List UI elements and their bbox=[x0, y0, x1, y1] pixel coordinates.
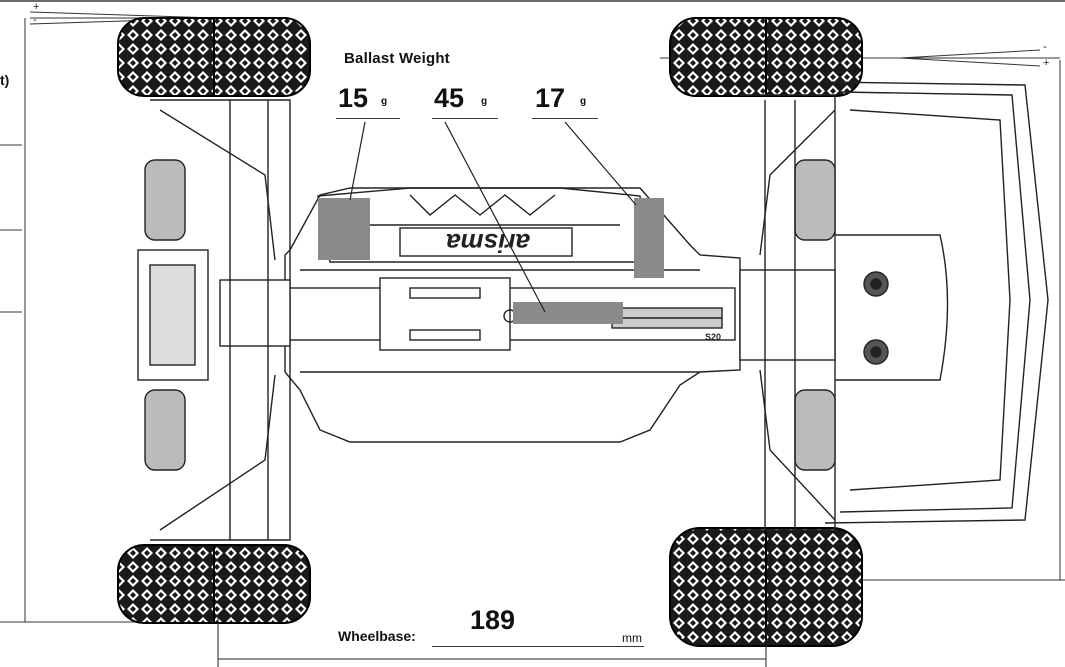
ballast-center-unit: g bbox=[481, 96, 488, 107]
ballast-leader-rear bbox=[564, 121, 637, 206]
wheelbase-dimension bbox=[217, 615, 767, 667]
chassis-brand-text: arisma bbox=[446, 228, 530, 258]
front-right-tire bbox=[117, 544, 311, 624]
ballast-rear-unit: g bbox=[580, 96, 587, 107]
servo-label: S20 bbox=[705, 332, 721, 342]
front-camber-plus: + bbox=[33, 1, 40, 13]
rear-camber-plus: + bbox=[1043, 57, 1050, 69]
ballast-block-front bbox=[318, 198, 370, 260]
ballast-front-underline bbox=[336, 118, 400, 119]
ballast-leader-front bbox=[349, 121, 366, 201]
wheelbase-label: Wheelbase: bbox=[338, 628, 416, 644]
ballast-block-center bbox=[513, 302, 623, 324]
left-edge-text: t) bbox=[0, 72, 10, 88]
ballast-rear-value: 17 bbox=[535, 83, 566, 113]
front-left-tire bbox=[117, 17, 311, 97]
front-suspension bbox=[137, 99, 291, 541]
ballast-front-value: 15 bbox=[338, 83, 369, 113]
ballast-block-rear bbox=[634, 198, 664, 278]
front-camber-minus: - bbox=[33, 14, 37, 26]
ballast-leader-center bbox=[444, 121, 546, 313]
center-drivetrain bbox=[264, 277, 736, 351]
ballast-center-underline bbox=[432, 118, 498, 119]
ballast-center-value: 45 bbox=[434, 83, 465, 113]
ballast-front-unit: g bbox=[381, 96, 388, 107]
ballast-heading: Ballast Weight bbox=[344, 50, 450, 67]
rear-camber-minus: - bbox=[1043, 41, 1047, 53]
battery-tray bbox=[317, 187, 651, 263]
wheelbase-value: 189 bbox=[470, 605, 516, 635]
rear-left-tire bbox=[669, 17, 863, 97]
wheelbase-unit: mm bbox=[622, 631, 642, 645]
wheelbase-underline bbox=[432, 646, 644, 647]
rear-suspension bbox=[739, 94, 836, 531]
chassis bbox=[284, 187, 741, 443]
ballast-rear-underline bbox=[532, 118, 598, 119]
rear-wing bbox=[824, 81, 1049, 524]
